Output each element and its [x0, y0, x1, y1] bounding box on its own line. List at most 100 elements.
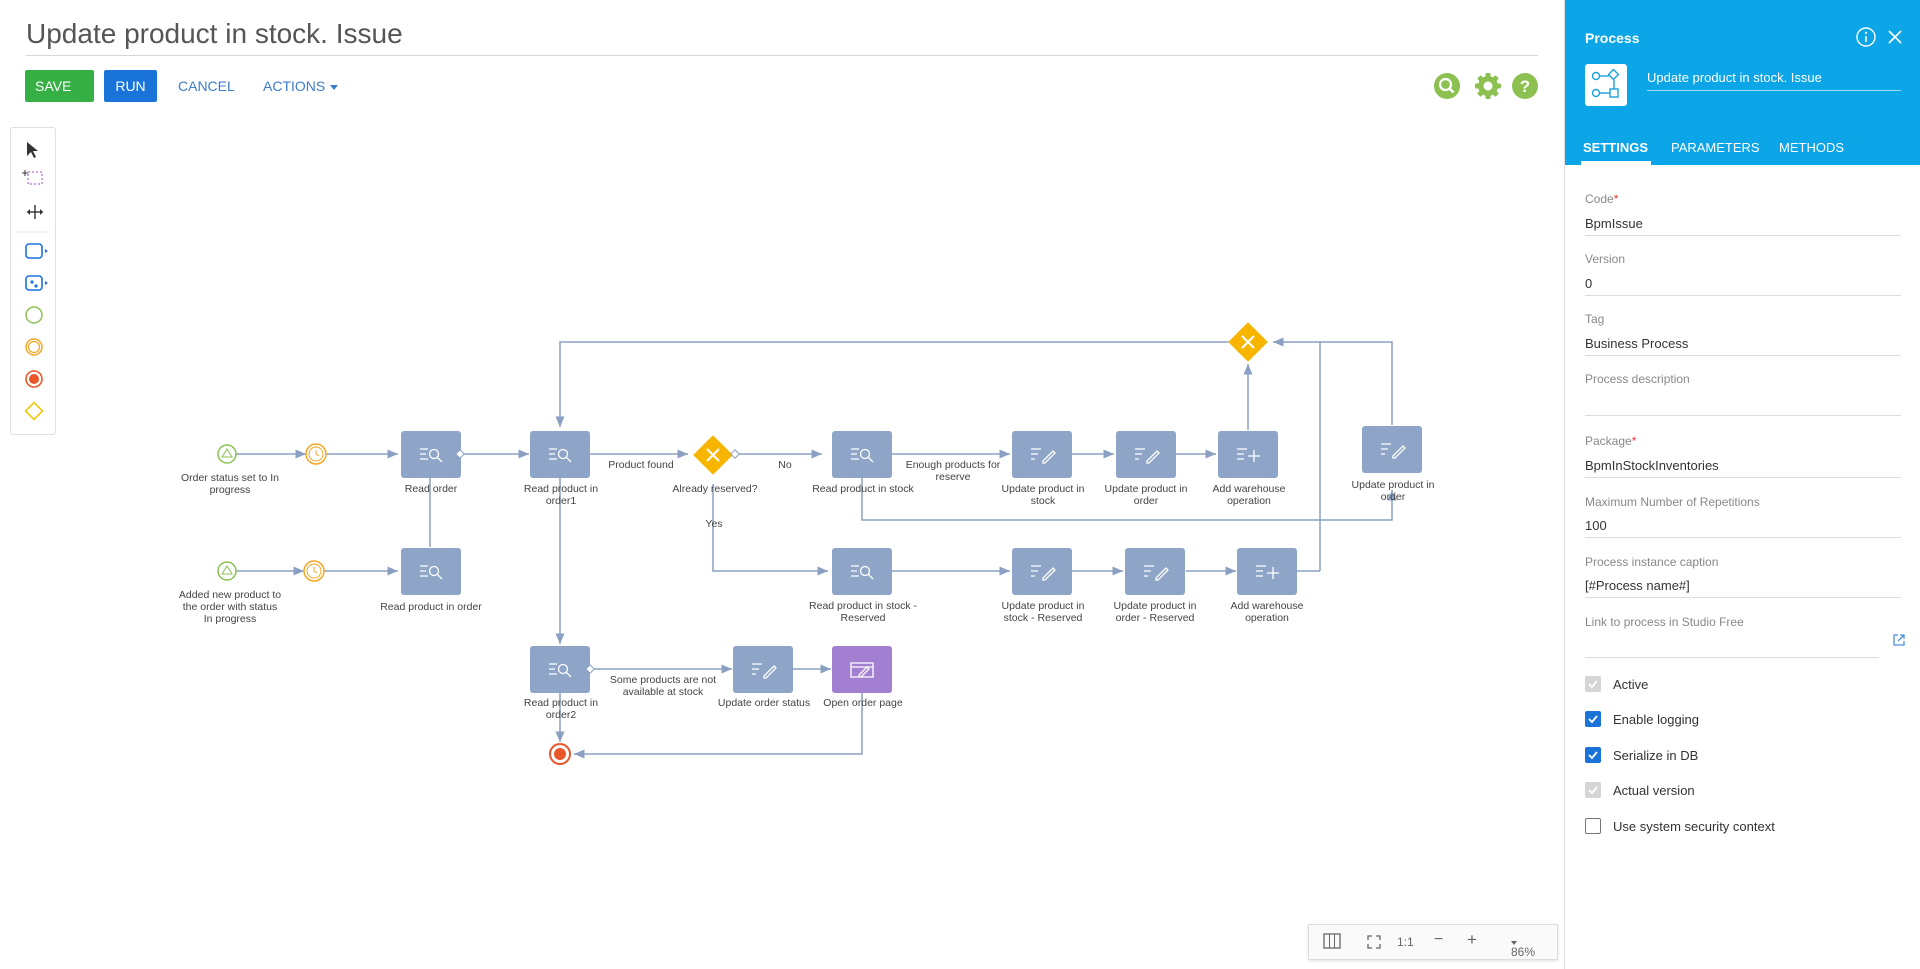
version-field[interactable]: 0: [1585, 276, 1593, 291]
close-icon[interactable]: [1886, 28, 1904, 51]
field-divider: [1585, 537, 1901, 538]
title-divider: [26, 55, 1538, 56]
node-label: order: [1134, 495, 1159, 507]
studio-link-label: Link to process in Studio Free: [1585, 615, 1744, 629]
security-context-checkbox[interactable]: [1585, 818, 1601, 834]
read-product-in-order-task[interactable]: [401, 548, 461, 595]
end-event-tool[interactable]: [25, 370, 43, 388]
process-name-field[interactable]: Update product in stock. Issue: [1647, 70, 1901, 91]
modify-data-icon: [752, 663, 777, 679]
field-divider: [1585, 657, 1879, 658]
select-area-tool[interactable]: [22, 170, 43, 185]
columns-icon[interactable]: [1323, 933, 1341, 952]
move-tool[interactable]: [27, 205, 43, 219]
read-product-in-order1-task[interactable]: [530, 431, 590, 478]
update-order-status-task[interactable]: [733, 646, 793, 693]
node-label: Update product in: [1002, 600, 1085, 612]
timer-event[interactable]: [305, 443, 327, 465]
actual-size-button[interactable]: 1:1: [1397, 935, 1414, 949]
actual-version-checkbox[interactable]: [1585, 782, 1601, 798]
node-label: Add warehouse: [1213, 483, 1286, 495]
field-divider: [1585, 235, 1901, 236]
tab-methods[interactable]: METHODS: [1779, 140, 1844, 155]
read-product-in-order2-task[interactable]: [530, 646, 590, 693]
help-icon[interactable]: ?: [1512, 73, 1538, 99]
node-label: order1: [546, 495, 577, 507]
gateway-tool[interactable]: [24, 401, 44, 421]
node-label: Update product in: [1114, 600, 1197, 612]
read-data-icon: [851, 448, 874, 463]
zoom-in-button[interactable]: +: [1467, 930, 1477, 949]
fit-screen-icon[interactable]: [1366, 934, 1382, 953]
process-diagram[interactable]: Order status set to In progress Added ne…: [0, 260, 1470, 790]
node-label: Read product in order: [380, 601, 482, 613]
active-checkbox[interactable]: [1585, 676, 1601, 692]
serialize-db-checkbox[interactable]: [1585, 747, 1601, 763]
zoom-out-button[interactable]: −: [1434, 931, 1444, 948]
node-label: Update order status: [718, 697, 810, 709]
intermediate-event-tool[interactable]: [25, 338, 43, 356]
tab-parameters[interactable]: PARAMETERS: [1671, 140, 1760, 155]
subprocess-tool[interactable]: [25, 275, 48, 291]
enable-logging-checkbox[interactable]: [1585, 711, 1601, 727]
update-product-in-order-right-task[interactable]: [1362, 426, 1422, 473]
timer-event[interactable]: [303, 560, 325, 582]
read-product-in-stock-task[interactable]: [832, 431, 892, 478]
end-event[interactable]: [549, 743, 571, 765]
node-label: Add warehouse: [1231, 600, 1304, 612]
max-repetitions-field[interactable]: 100: [1585, 518, 1607, 533]
modify-data-icon: [1031, 565, 1056, 581]
add-warehouse-operation-task[interactable]: [1218, 431, 1278, 478]
serialize-db-label: Serialize in DB: [1613, 748, 1699, 763]
actions-button[interactable]: ACTIONS: [253, 70, 348, 102]
start-event[interactable]: [217, 561, 237, 581]
field-divider: [1585, 477, 1901, 478]
pointer-tool[interactable]: [27, 142, 38, 158]
code-label: Code*: [1585, 192, 1619, 206]
zoom-level-select[interactable]: 86%: [1511, 935, 1535, 959]
add-data-icon: [1256, 565, 1279, 579]
node-label: Update product in: [1105, 483, 1188, 495]
save-button[interactable]: SAVE: [25, 70, 94, 122]
read-data-icon: [420, 565, 443, 580]
add-warehouse-operation2-task[interactable]: [1237, 548, 1297, 595]
external-link-icon[interactable]: [1891, 632, 1907, 653]
read-order-task[interactable]: [401, 431, 461, 478]
chevron-down-icon: [40, 116, 48, 122]
code-field[interactable]: BpmIssue: [1585, 216, 1643, 231]
flow-label: available at stock: [623, 686, 704, 698]
tab-settings[interactable]: SETTINGS: [1583, 140, 1649, 155]
node-label: order - Reserved: [1116, 612, 1195, 624]
flow-label: Enough products for: [906, 459, 1001, 471]
run-button[interactable]: RUN: [104, 70, 157, 102]
start-event[interactable]: [217, 444, 237, 464]
search-icon[interactable]: [1434, 73, 1460, 99]
cancel-button[interactable]: CANCEL: [178, 78, 235, 94]
instance-caption-field[interactable]: [#Process name#]: [1585, 578, 1690, 593]
info-icon[interactable]: [1855, 26, 1877, 53]
actual-version-label: Actual version: [1613, 783, 1695, 798]
instance-caption-label: Process instance caption: [1585, 555, 1719, 569]
conditional-flow-marker: [585, 664, 595, 674]
node-label: order2: [546, 709, 577, 721]
start-event-tool[interactable]: [25, 306, 43, 324]
node-label: order: [1381, 491, 1406, 503]
gear-icon[interactable]: [1473, 71, 1503, 101]
task-tool[interactable]: [25, 243, 48, 259]
read-product-in-stock-reserved-task[interactable]: [832, 548, 892, 595]
node-label: Already reserved?: [672, 483, 757, 495]
update-product-in-stock-task[interactable]: [1012, 431, 1072, 478]
update-product-in-order-task[interactable]: [1116, 431, 1176, 478]
exclusive-gateway[interactable]: [693, 435, 733, 475]
field-divider: [1585, 355, 1901, 356]
page-title: Update product in stock. Issue: [26, 18, 403, 49]
package-field[interactable]: BpmInStockInventories: [1585, 458, 1719, 473]
tag-field[interactable]: Business Process: [1585, 336, 1689, 351]
exclusive-gateway[interactable]: [1228, 322, 1268, 362]
active-label: Active: [1613, 677, 1649, 692]
update-product-in-stock-reserved-task[interactable]: [1012, 548, 1072, 595]
node-label: Read product in stock: [812, 483, 914, 495]
open-order-page-task[interactable]: [832, 646, 892, 693]
update-product-in-order-reserved-task[interactable]: [1125, 548, 1185, 595]
node-label: Added new product to: [179, 589, 281, 601]
